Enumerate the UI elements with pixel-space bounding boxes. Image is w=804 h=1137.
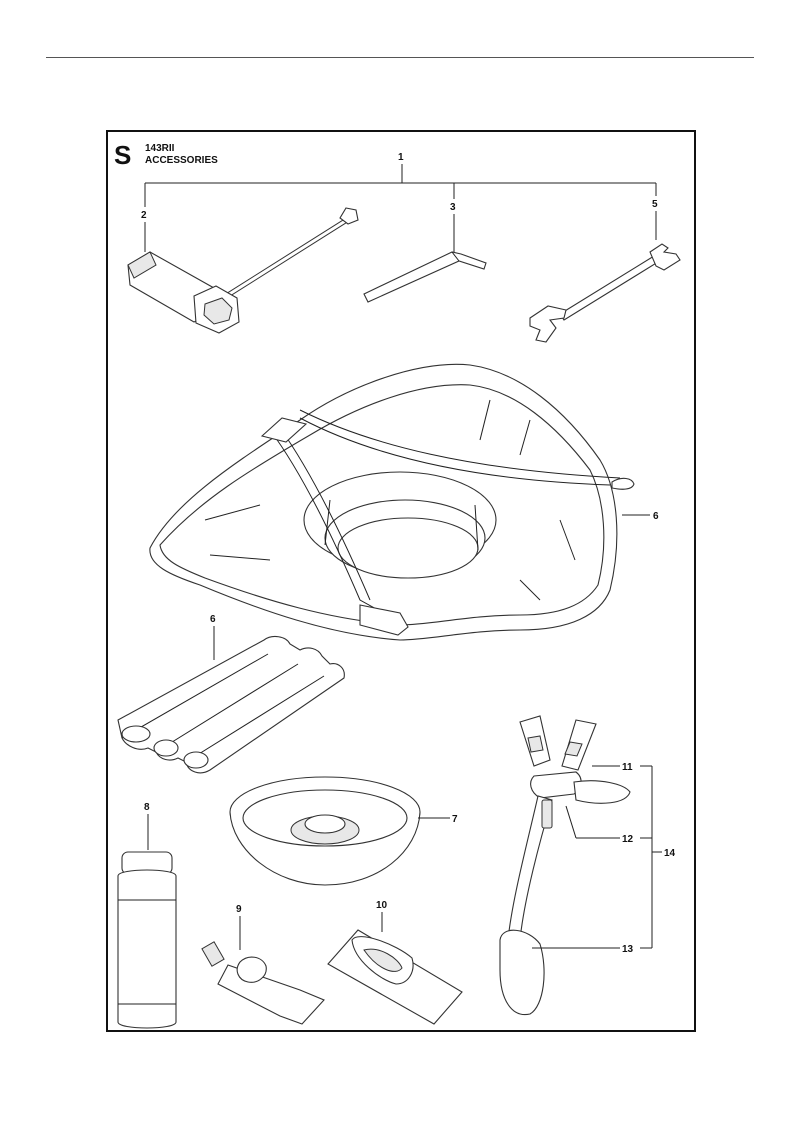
foam-strip-part — [117, 626, 345, 774]
callout-10: 10 — [376, 900, 388, 911]
hex-key-part — [363, 214, 487, 303]
harness-part — [499, 715, 631, 1016]
callout-bracket-14 — [532, 765, 662, 949]
debris-guard-part — [149, 363, 635, 641]
grease-tube-part — [201, 916, 325, 1025]
open-wrench-part — [529, 211, 681, 343]
callout-7: 7 — [452, 814, 458, 825]
callout-8: 8 — [144, 802, 150, 813]
model-number: 143RII — [145, 143, 175, 154]
oil-bottle-part — [117, 814, 177, 1029]
callout-13: 13 — [622, 944, 634, 955]
section-title: ACCESSORIES — [145, 155, 218, 166]
callout-11: 11 — [622, 762, 633, 773]
callout-14: 14 — [664, 848, 676, 859]
callout-bracket-1 — [144, 164, 657, 207]
diagram-frame — [106, 130, 696, 1032]
support-cup-part — [229, 776, 421, 886]
callout-9: 9 — [236, 904, 242, 915]
callout-2: 2 — [141, 210, 147, 221]
section-letter: S — [114, 140, 132, 170]
callout-3: 3 — [450, 202, 456, 213]
callout-12: 12 — [622, 834, 634, 845]
callout-6-strip: 6 — [210, 614, 216, 625]
shoulder-pad-part — [327, 912, 463, 1025]
callout-5: 5 — [652, 199, 658, 210]
callout-6-guard: 6 — [653, 511, 659, 522]
callout-1: 1 — [398, 152, 404, 163]
top-rule — [46, 57, 754, 58]
combination-spanner-part — [127, 207, 359, 334]
